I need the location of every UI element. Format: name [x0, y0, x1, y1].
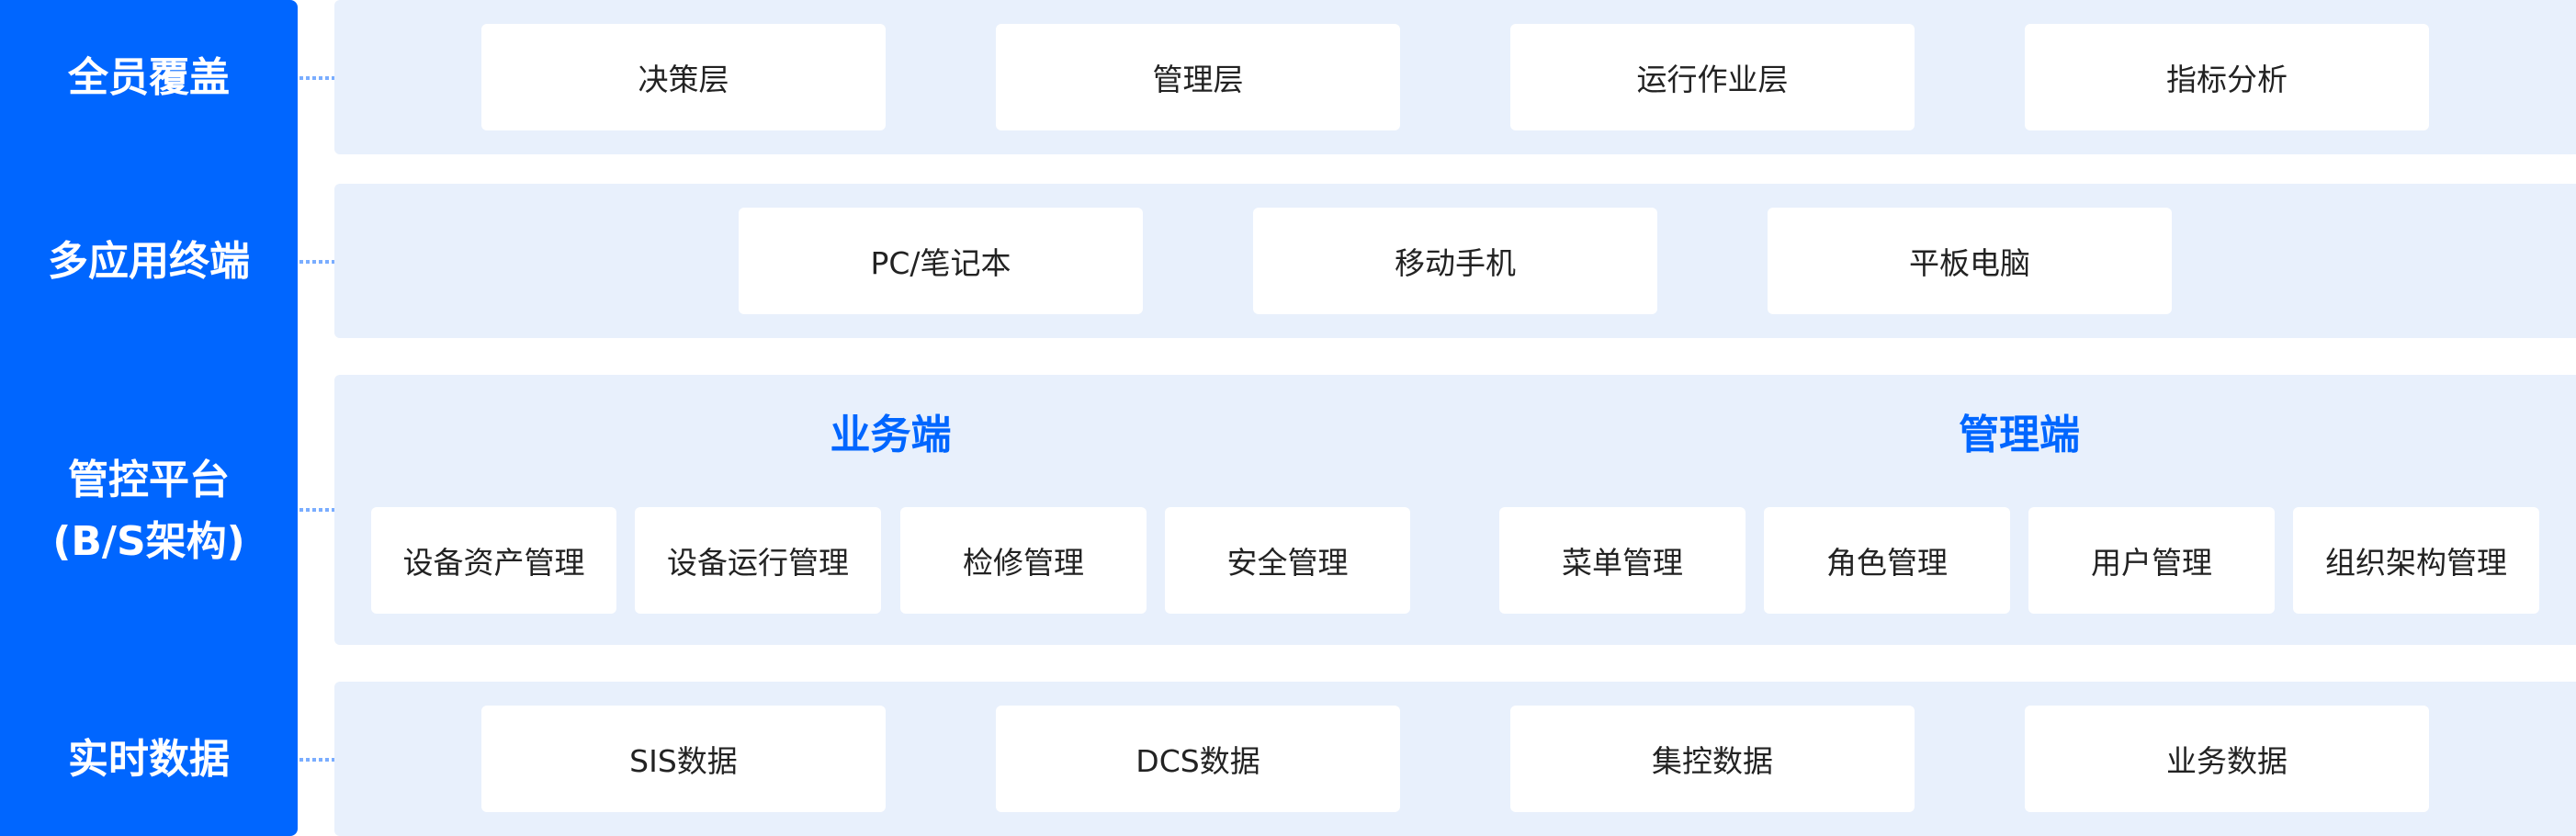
side-label-realtime: 实时数据: [68, 736, 230, 783]
box-centralized-control-data: 集控数据: [1510, 706, 1915, 812]
box-mobile-phone: 移动手机: [1253, 208, 1657, 314]
side-label-coverage: 全员覆盖: [68, 54, 230, 101]
box-menu-mgmt: 菜单管理: [1499, 507, 1746, 614]
box-equipment-asset-mgmt: 设备资产管理: [371, 507, 616, 614]
side-label-platform: 管控平台: [68, 457, 230, 503]
box-equipment-operation-mgmt: 设备运行管理: [635, 507, 881, 614]
section-title-business: 业务端: [830, 412, 952, 458]
box-business-data: 业务数据: [2025, 706, 2429, 812]
section-title-admin: 管理端: [1959, 412, 2080, 458]
box-pc-laptop: PC/笔记本: [739, 208, 1143, 314]
box-indicator-analysis: 指标分析: [2025, 24, 2429, 130]
box-tablet: 平板电脑: [1768, 208, 2172, 314]
box-sis-data: SIS数据: [481, 706, 886, 812]
side-label-platform-arch: (B/S架构): [52, 518, 245, 565]
box-org-structure-mgmt: 组织架构管理: [2293, 507, 2539, 614]
box-user-mgmt: 用户管理: [2028, 507, 2275, 614]
box-management-layer: 管理层: [996, 24, 1400, 130]
box-safety-mgmt: 安全管理: [1165, 507, 1410, 614]
side-panel: 全员覆盖 多应用终端 管控平台 (B/S架构) 实时数据: [0, 0, 298, 836]
side-label-terminals: 多应用终端: [48, 238, 250, 285]
box-decision-layer: 决策层: [481, 24, 886, 130]
box-maintenance-mgmt: 检修管理: [900, 507, 1147, 614]
box-role-mgmt: 角色管理: [1764, 507, 2010, 614]
box-dcs-data: DCS数据: [996, 706, 1400, 812]
box-operation-layer: 运行作业层: [1510, 24, 1915, 130]
